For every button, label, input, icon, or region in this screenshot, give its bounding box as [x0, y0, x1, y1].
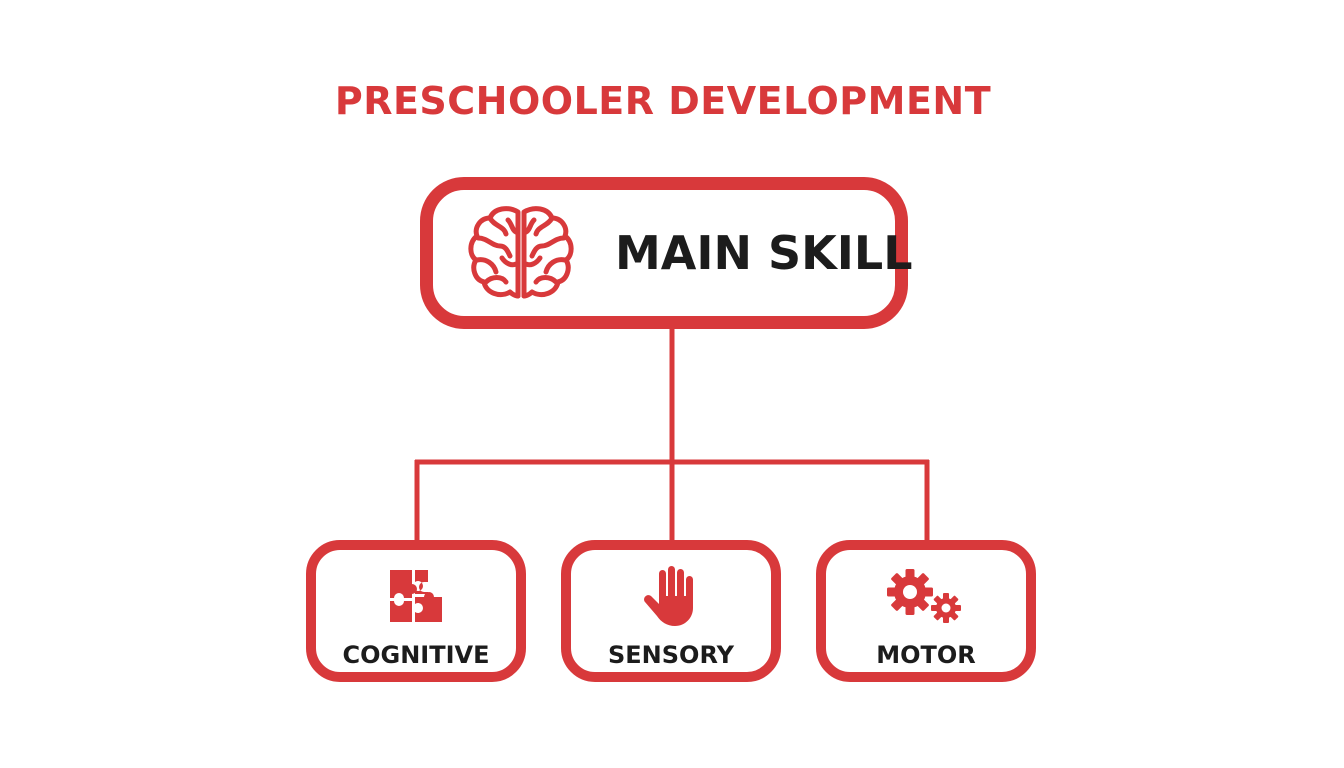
- root-node-label: MAIN SKILL: [615, 226, 913, 280]
- puzzle-icon: [390, 570, 442, 622]
- child-node-label-motor: MOTOR: [876, 641, 976, 669]
- child-node-label-sensory: SENSORY: [608, 641, 734, 669]
- hand-icon: [644, 566, 693, 626]
- child-node-motor: MOTOR: [816, 540, 1036, 682]
- child-node-label-cognitive: COGNITIVE: [342, 641, 490, 669]
- brain-icon: [468, 206, 574, 299]
- child-node-cognitive: COGNITIVE: [306, 540, 526, 682]
- child-node-sensory: SENSORY: [561, 540, 781, 682]
- gears-icon: [887, 569, 961, 623]
- diagram-title: PRESCHOOLER DEVELOPMENT: [334, 79, 992, 123]
- root-node-main-skill: MAIN SKILL: [420, 177, 913, 329]
